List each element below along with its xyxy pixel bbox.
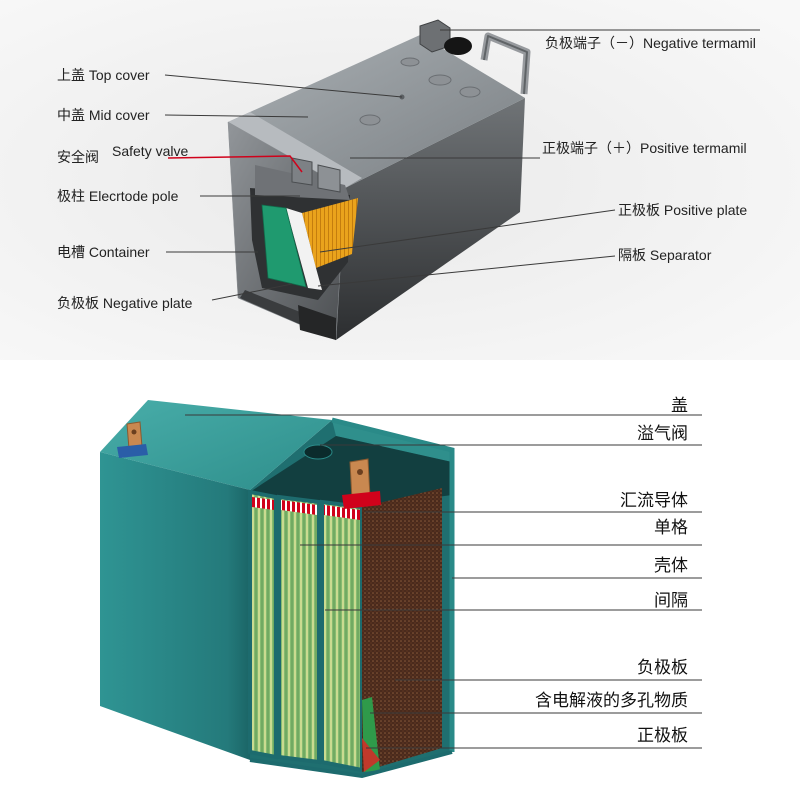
- label-electrode-pole: 极柱 Elecrtode pole: [57, 188, 179, 204]
- leader-separator: [317, 255, 616, 287]
- leader-negative-plate: [211, 283, 293, 301]
- positive-plate-edge: [362, 738, 380, 772]
- leader-positive-plate: [319, 209, 616, 253]
- label-cell: 单格: [654, 518, 688, 537]
- top-leader-lines: [164, 29, 760, 301]
- label-positive-plate-bottom: 正极板: [637, 726, 688, 745]
- bottom-leader-lines: [185, 414, 702, 749]
- label-container: 电槽 Container: [57, 244, 150, 260]
- label-safety-valve-zh: 安全阀: [57, 149, 99, 165]
- label-negative-plate: 负极板 Negative plate: [57, 295, 193, 311]
- gray-battery-handle-edge: [483, 35, 528, 95]
- vent-valve: [303, 444, 333, 460]
- label-vent-valve: 溢气阀: [637, 424, 688, 443]
- center-terminal-base: [342, 491, 381, 509]
- busbar-1: [252, 497, 274, 510]
- label-positive-plate: 正极板 Positive plate: [618, 202, 747, 218]
- negative-plate: [261, 204, 307, 288]
- leader-top-cover: [164, 74, 403, 98]
- gray-battery: [227, 19, 531, 341]
- center-terminal-hole: [357, 469, 363, 475]
- positive-plate: [302, 198, 358, 268]
- label-cover: 盖: [671, 396, 688, 415]
- top-cover-vent-cap: [359, 114, 381, 126]
- label-porous-material: 含电解液的多孔物质: [535, 691, 688, 710]
- busbar-3: [324, 505, 360, 520]
- busbar-2: [281, 500, 317, 515]
- leader-mid-cover: [164, 114, 309, 118]
- label-safety-valve-en: Safety valve: [112, 143, 188, 159]
- label-positive-terminal: 正极端子（＋）Positive termamil: [542, 140, 747, 156]
- top-cover-vent-cap: [428, 74, 452, 86]
- cell-2: [277, 494, 321, 765]
- porous-electrolyte-material: [362, 488, 442, 772]
- separator: [286, 208, 322, 290]
- positive-terminal-post: [317, 164, 341, 193]
- label-partition: 间隔: [654, 591, 688, 610]
- teal-battery: [100, 400, 455, 779]
- teal-battery-cover: [100, 400, 332, 490]
- label-negative-terminal: 负极端子（－）Negative termamil: [545, 35, 756, 51]
- bottom-labels: 盖 溢气阀 汇流导体 单格 壳体 间隔 负极板 含电解液的多孔物质 正极板: [535, 396, 688, 745]
- label-mid-cover: 中盖 Mid cover: [57, 107, 150, 123]
- teal-battery-lid-rim: [332, 420, 452, 462]
- label-top-cover: 上盖 Top cover: [57, 67, 150, 83]
- cell-3: [320, 499, 364, 773]
- top-cover-vent-cap: [400, 57, 420, 67]
- left-terminal-base: [117, 444, 148, 458]
- teal-battery-case-bottom: [249, 750, 453, 779]
- container-foot: [298, 305, 336, 340]
- top-labels: 上盖 Top cover 中盖 Mid cover 安全阀 Safety val…: [57, 35, 756, 311]
- leader-safety-valve: [167, 155, 303, 173]
- label-busbar: 汇流导体: [620, 491, 688, 510]
- teal-battery-case-front: [100, 452, 250, 760]
- label-separator: 隔板 Separator: [618, 247, 712, 263]
- top-cover-vent-cap: [459, 86, 481, 98]
- label-negative-plate-bottom: 负极板: [637, 658, 688, 677]
- teal-battery-case-edge: [331, 417, 455, 752]
- negative-terminal-socket: [444, 37, 472, 55]
- label-case: 壳体: [654, 556, 688, 575]
- cell-1: [248, 489, 278, 760]
- left-terminal-hole: [131, 429, 137, 435]
